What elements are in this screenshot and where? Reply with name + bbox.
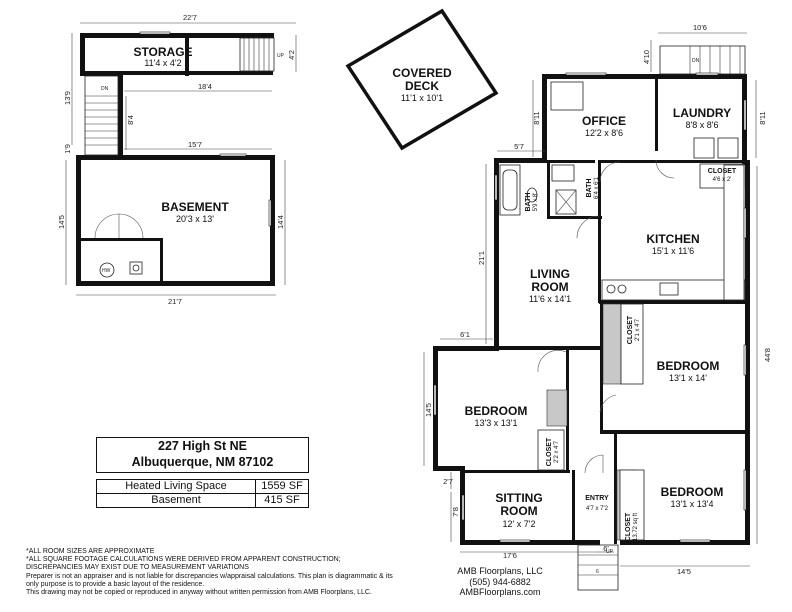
- dim-bedroom2-left: 14'5: [424, 403, 433, 417]
- dim-base-left-small: 1'9: [63, 144, 72, 154]
- dim-right-total: 44'8: [763, 348, 772, 362]
- living-dims: 11'6 x 14'1: [529, 294, 571, 304]
- living-name-1: LIVING: [530, 267, 570, 281]
- dim-main-bottom-right: 14'5: [677, 567, 691, 576]
- sf-value-basement: 415 SF: [255, 493, 309, 508]
- address-line-2: Albuquerque, NM 87102: [131, 455, 274, 469]
- dim-living-left: 21'1: [477, 251, 486, 265]
- closet-bed2-dims: 2'2 x 4'7: [554, 440, 560, 463]
- laundry-name: LAUNDRY: [673, 106, 731, 120]
- sitting-name-2: ROOM: [500, 504, 537, 518]
- bath2-name: BATH: [586, 179, 593, 198]
- dim-sitting-left: 7'8: [451, 507, 460, 517]
- closet-laundry-name: CLOSET: [708, 168, 737, 175]
- sf-label-basement: Basement: [96, 493, 256, 508]
- entry-dims: 4'7 x 7'2: [586, 506, 609, 512]
- sitting-dims: 12' x 7'2: [503, 519, 536, 529]
- dim-main-stair: 4'10: [642, 50, 651, 64]
- bedroom3-name: BEDROOM: [661, 485, 724, 499]
- stair-ticks: 6: [596, 569, 599, 575]
- dim-office-left: 8'11: [532, 111, 541, 124]
- office-dims: 12'2 x 8'6: [585, 128, 623, 138]
- note-line: only purpose is to provide a basic layou…: [26, 580, 205, 588]
- bedroom3-dims: 13'1 x 13'4: [671, 499, 714, 509]
- storage-name: STORAGE: [133, 45, 192, 59]
- basement-dims: 20'3 x 13': [176, 214, 214, 224]
- basement-level: UP DN HW STORAGE 11'4 x 4'2 BASEMENT 20'…: [57, 13, 297, 306]
- kitchen-dims: 15'1 x 11'6: [652, 246, 694, 256]
- table-row: Basement 415 SF: [96, 493, 309, 508]
- bath1-dims: 5'9 x 8': [533, 193, 539, 212]
- hw-label: HW: [102, 268, 111, 274]
- closet-bed3-name: CLOSET: [625, 512, 632, 541]
- dim-bath-top: 5'7: [514, 142, 524, 151]
- company-credit: AMB Floorplans, LLC (505) 944-6882 AMBFl…: [430, 566, 570, 598]
- storage-dims: 11'4 x 4'2: [144, 58, 181, 68]
- address-box: 227 High St NE Albuquerque, NM 87102: [96, 437, 309, 473]
- company-web: AMBFloorplans.com: [459, 587, 541, 597]
- entry-name: ENTRY: [585, 495, 609, 502]
- dim-base-bottom: 21'7: [168, 297, 182, 306]
- dim-laundry-right: 8'11: [758, 111, 767, 124]
- dim-main-bottom-small: 6': [603, 544, 609, 553]
- deck-name-1: COVERED: [392, 66, 452, 80]
- company-phone: (505) 944-6882: [469, 576, 531, 587]
- kitchen-name: KITCHEN: [646, 232, 699, 246]
- sf-label-heated: Heated Living Space: [96, 479, 256, 494]
- bath1-name: BATH: [525, 193, 532, 212]
- living-name-2: ROOM: [531, 280, 568, 294]
- closet-bed1-dims: 2'1 x 4'7: [635, 318, 641, 341]
- dim-main-top: 10'6: [693, 23, 707, 32]
- note-line: DISCREPANCIES MAY EXIST DUE TO MEASUREME…: [26, 564, 249, 572]
- dim-base-right: 14'4: [276, 215, 285, 229]
- dn-label-main: DN: [692, 58, 700, 64]
- bath2-dims: 6'4 x 6'1: [594, 176, 600, 199]
- dim-base-left-lower: 14'5: [57, 215, 66, 229]
- dim-sitting-left-small: 2'7: [443, 477, 453, 486]
- basement-name: BASEMENT: [161, 200, 229, 214]
- dim-main-bottom-left: 17'6: [503, 551, 517, 560]
- dim-bedroom-step: 6'1: [460, 330, 470, 339]
- office-name: OFFICE: [582, 114, 626, 128]
- bedroom1-name: BEDROOM: [657, 359, 720, 373]
- address-line-1: 227 High St NE: [158, 439, 247, 453]
- sf-value-heated: 1559 SF: [255, 479, 309, 494]
- dim-base-lower: 15'7: [188, 140, 202, 149]
- dim-base-mid: 18'4: [198, 82, 212, 91]
- bedroom2-name: BEDROOM: [465, 404, 528, 418]
- table-row: Heated Living Space 1559 SF: [96, 479, 309, 494]
- disclaimer-notes: *ALL ROOM SIZES ARE APPROXIMATE *ALL SQU…: [26, 548, 426, 597]
- bedroom1-dims: 13'1 x 14': [669, 373, 707, 383]
- dim-stair-side: 8'4: [126, 115, 135, 125]
- square-footage-table: Heated Living Space 1559 SF Basement 415…: [96, 479, 309, 508]
- dn-label: DN: [101, 86, 109, 92]
- dim-base-left-upper: 13'9: [63, 91, 72, 105]
- closet-bed1-name: CLOSET: [627, 315, 634, 344]
- closet-bed2-name: CLOSET: [546, 437, 553, 466]
- note-line: Preparer is not an appraiser and is not …: [26, 572, 393, 580]
- laundry-dims: 8'8 x 8'6: [686, 120, 719, 130]
- deck-dims: 11'1 x 10'1: [401, 93, 443, 103]
- note-line: *ALL SQUARE FOOTAGE CALCULATIONS WERE DE…: [26, 556, 341, 564]
- dim-base-top: 22'7: [183, 13, 197, 22]
- sitting-name-1: SITTING: [495, 491, 542, 505]
- company-name: AMB Floorplans, LLC: [457, 566, 543, 576]
- bedroom2-dims: 13'3 x 13'1: [475, 418, 518, 428]
- covered-deck: COVERED DECK 11'1 x 10'1: [345, 8, 499, 151]
- closet-laundry-dims: 4'6 x 2': [713, 177, 732, 183]
- closet-bed3-dims: 13.72 sq ft: [633, 513, 639, 541]
- note-line: *ALL ROOM SIZES ARE APPROXIMATE: [26, 548, 155, 555]
- up-label: UP: [277, 53, 285, 59]
- main-level: DN 6 UP OFFICE 12'2 x 8'6 LAUNDRY 8'8 x …: [423, 23, 772, 591]
- deck-name-2: DECK: [405, 79, 439, 93]
- dim-storage-right: 4'2: [287, 50, 296, 60]
- note-line: This drawing may not be copied or reprod…: [26, 589, 372, 597]
